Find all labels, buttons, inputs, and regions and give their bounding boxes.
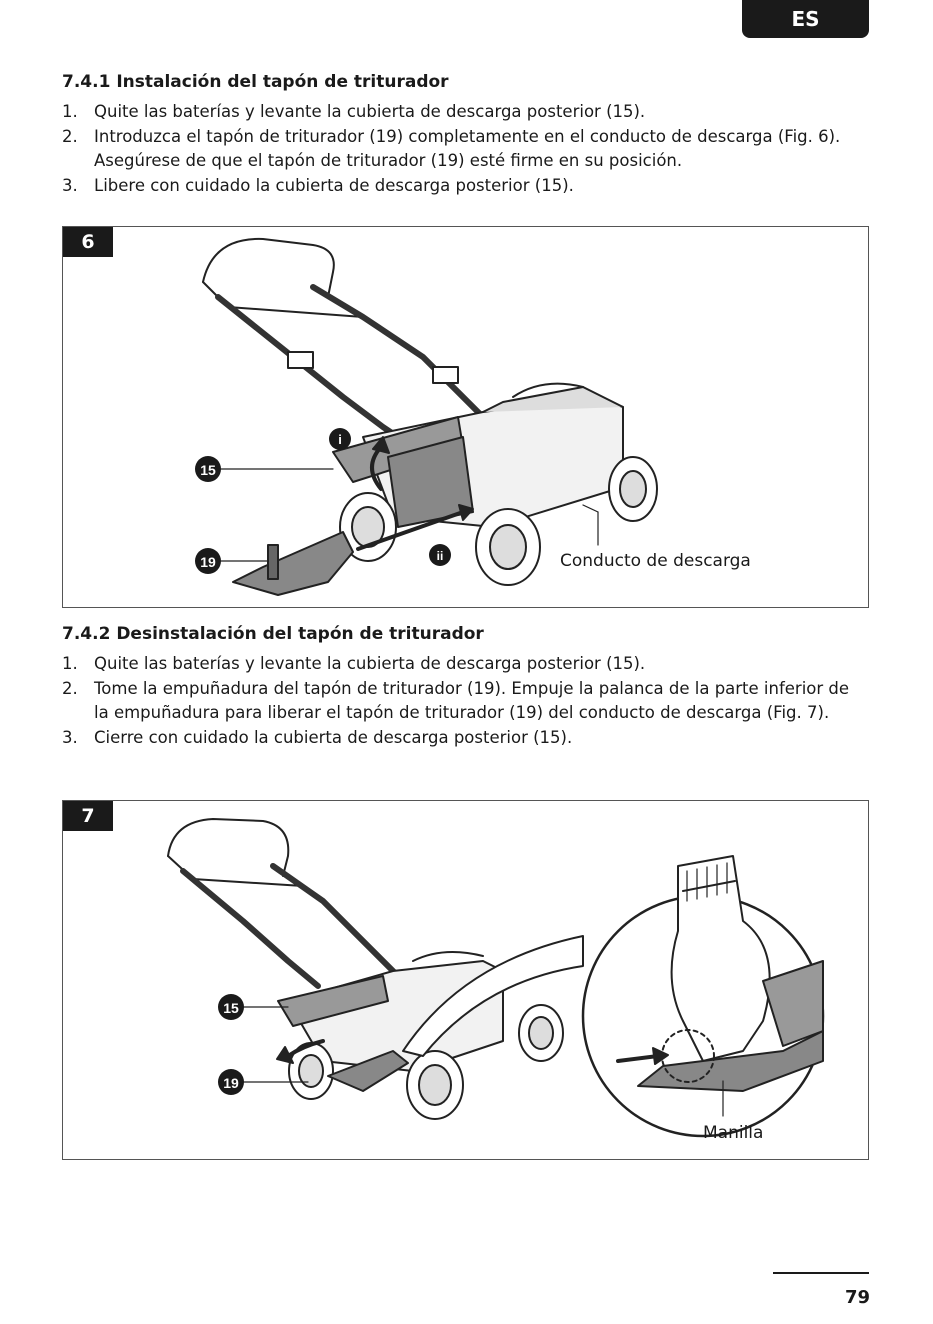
step-text: Tome la empuñadura del tapón de triturad… (94, 678, 850, 723)
list-item: 2. Introduzca el tapón de triturador (19)… (62, 125, 852, 174)
section-title-uninstall: 7.4.2 Desinstalación del tapón de tritur… (62, 624, 484, 644)
mower-uninstall-illustration: 15 19 (167, 818, 825, 1138)
page-number: 79 (844, 1287, 870, 1308)
uninstall-steps: 1. Quite las baterías y levante la cubier… (62, 652, 852, 750)
callout-15-label: 15 (223, 1000, 239, 1016)
figure-number: 6 (63, 227, 113, 257)
callout-19-marker (218, 1069, 244, 1095)
step-i-label: i (338, 432, 342, 447)
section-title-install: 7.4.1 Instalación del tapón de triturado… (62, 72, 449, 92)
step-text: Quite las baterías y levante la cubierta… (94, 654, 646, 673)
list-item: 1. Quite las baterías y levante la cubier… (62, 652, 852, 677)
step-text: Libere con cuidado la cubierta de descar… (94, 175, 574, 195)
step-text: Cierre con cuidado la cubierta de descar… (94, 727, 573, 747)
list-item: 1. Quite las baterías y levante la cubier… (62, 100, 852, 125)
list-item: 2. Tome la empuñadura del tapón de tritur… (62, 677, 852, 726)
install-steps: 1. Quite las baterías y levante la cubier… (62, 100, 852, 198)
step-number: 2. (62, 126, 78, 146)
chute-label: Conducto de descarga (560, 551, 751, 571)
mower-install-illustration: 15 19 i ii (195, 237, 658, 596)
footer-rule (773, 1272, 869, 1274)
callout-15-marker (195, 456, 221, 482)
step-number: 3. (62, 175, 78, 195)
callout-15-marker (218, 994, 244, 1020)
callout-19-label: 19 (200, 554, 216, 570)
step-number: 1. (62, 654, 78, 673)
step-number: 3. (62, 727, 78, 747)
step-ii-label: ii (437, 549, 444, 563)
callout-19-label: 19 (223, 1075, 239, 1091)
figure-6: 6 (62, 226, 869, 608)
step-text: Introduzca el tapón de triturador (19) c… (94, 126, 841, 171)
step-i-marker (329, 428, 351, 450)
callout-15-label: 15 (200, 462, 216, 478)
language-tab: ES (742, 0, 869, 38)
step-text: Quite las baterías y levante la cubierta… (94, 102, 646, 121)
step-number: 1. (62, 102, 78, 121)
step-ii-marker (429, 544, 451, 566)
handle-label: Manilla (703, 1123, 764, 1143)
list-item: 3. Libere con cuidado la cubierta de desc… (62, 174, 852, 199)
step-number: 2. (62, 678, 78, 698)
figure-number: 7 (63, 801, 113, 831)
callout-19-marker (195, 548, 221, 574)
list-item: 3. Cierre con cuidado la cubierta de desc… (62, 726, 852, 751)
figure-7: 7 (62, 800, 869, 1160)
